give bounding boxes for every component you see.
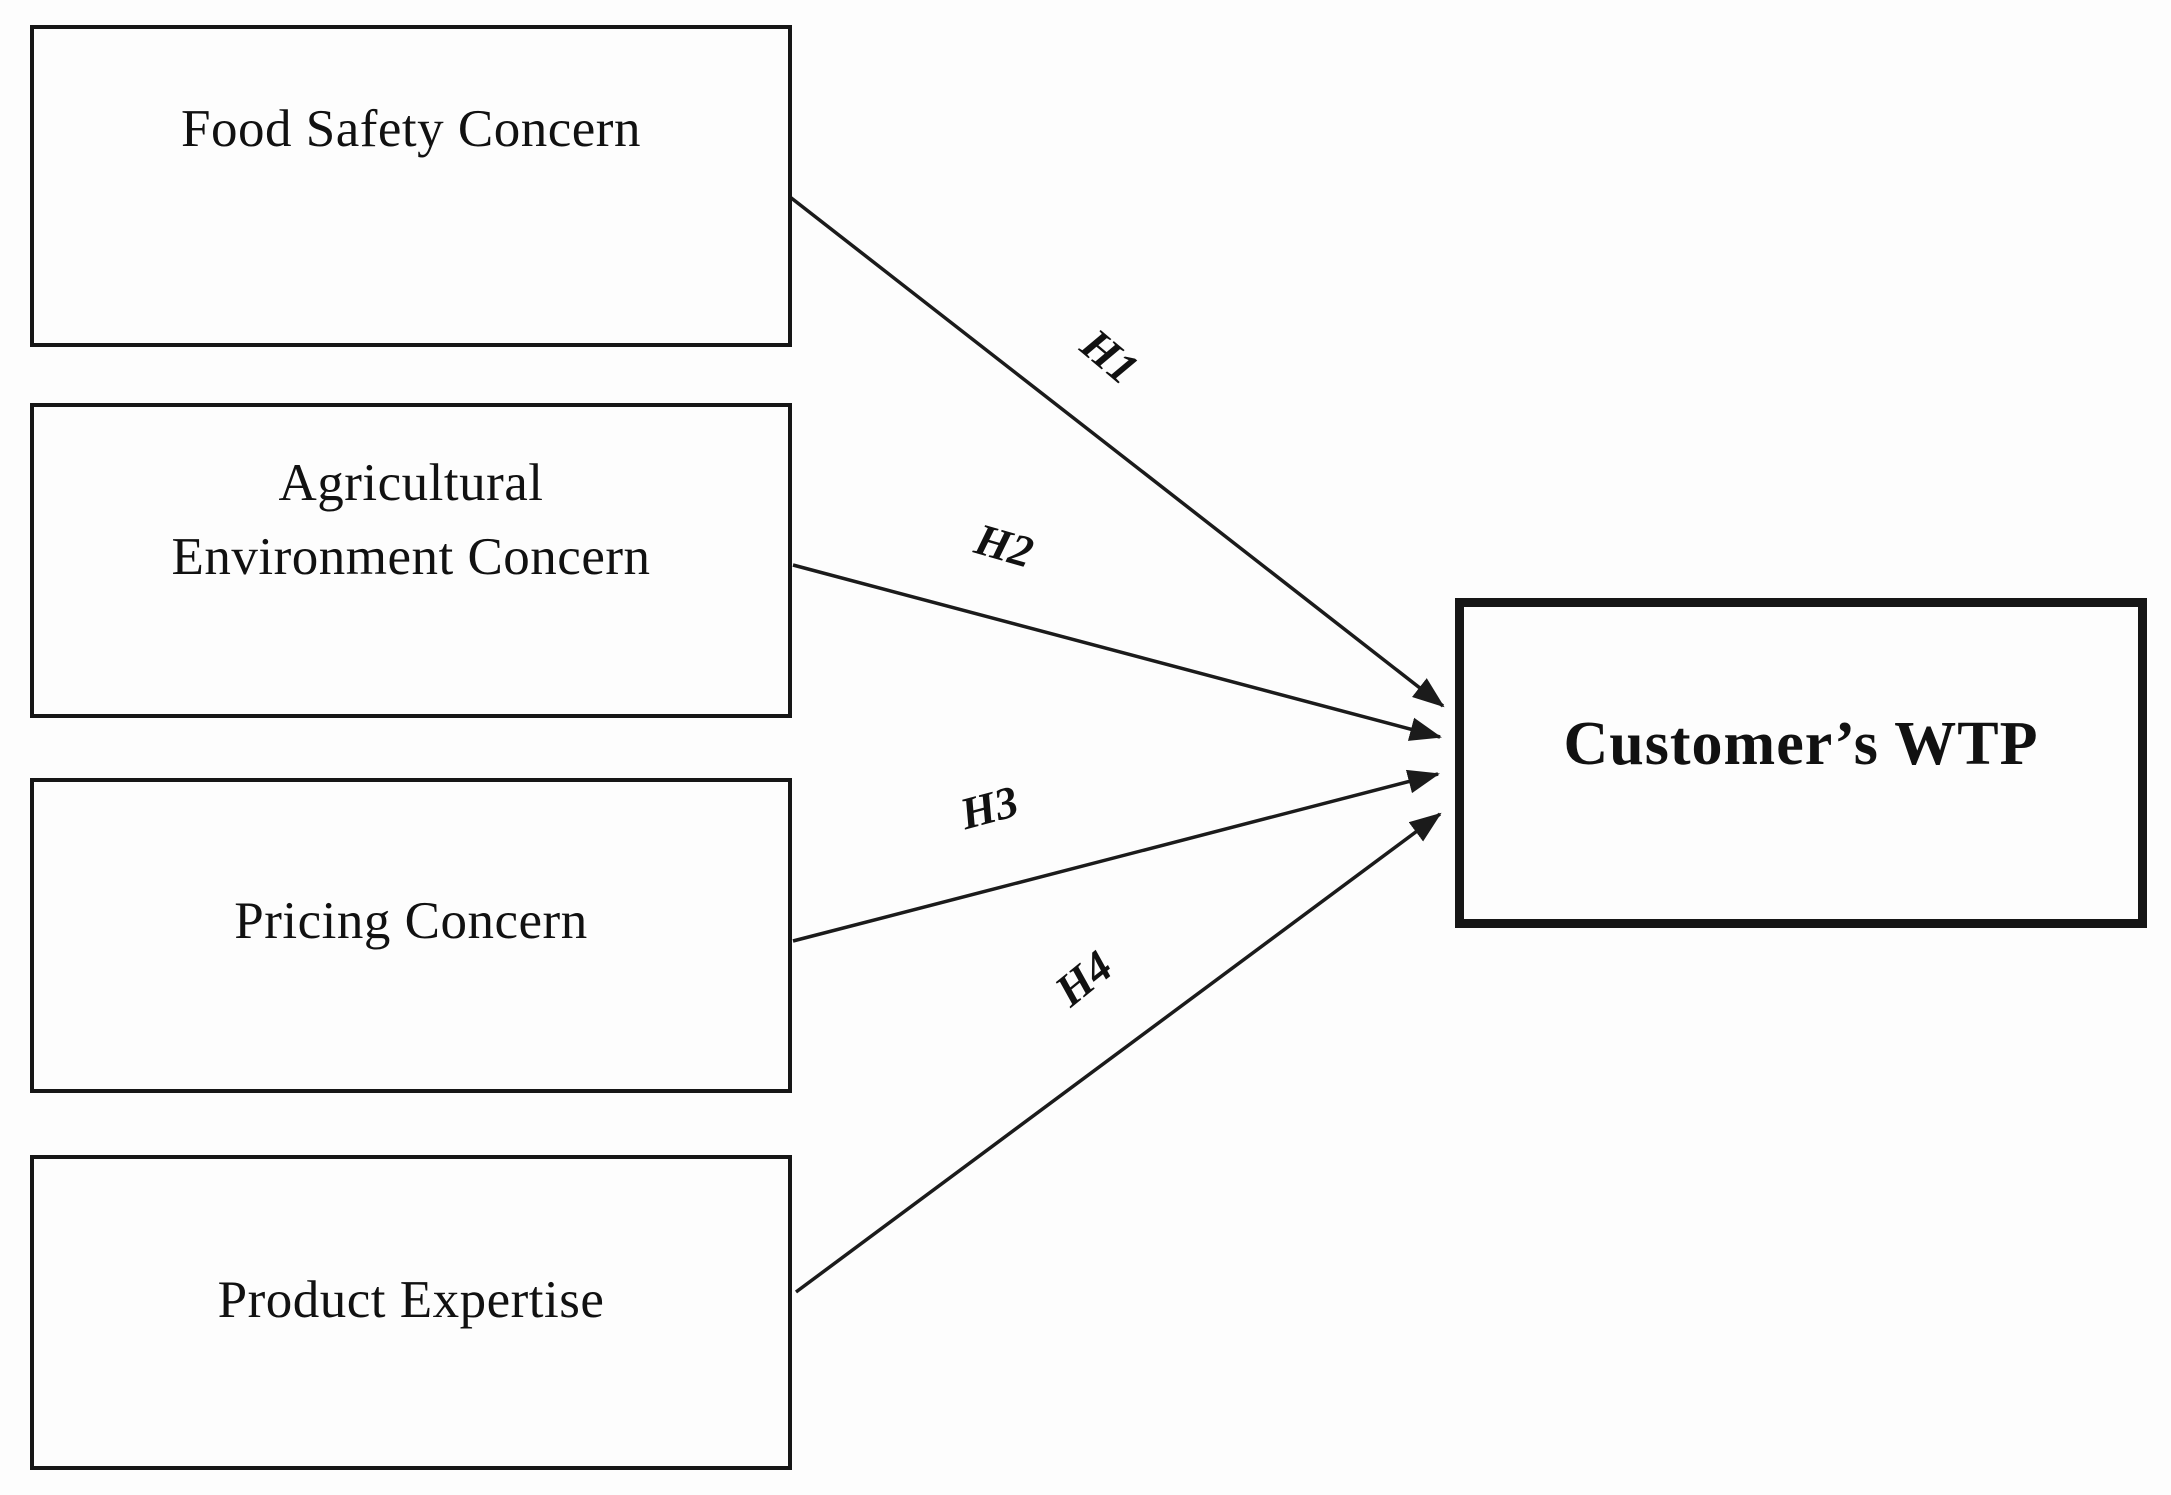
box-food-safety-concern-label: Food Safety Concern <box>181 100 641 159</box>
box-pricing-concern: Pricing Concern <box>30 778 792 1093</box>
box-customers-wtp: Customer’s WTP <box>1455 598 2147 928</box>
arrow-h4-line <box>794 812 1442 1294</box>
box-pricing-concern-label: Pricing Concern <box>234 891 588 950</box>
arrow-h4-label: H4 <box>1045 941 1122 1017</box>
arrow-h1-label: H1 <box>1071 318 1148 394</box>
box-agricultural-environment-concern: Agricultural Environment Concern <box>30 403 792 718</box>
box-product-expertise-label: Product Expertise <box>217 1270 605 1329</box>
box-customers-wtp-label: Customer’s WTP <box>1563 710 2039 779</box>
box-agricultural-environment-concern-label-line2: Environment Concern <box>171 527 651 586</box>
box-product-expertise: Product Expertise <box>30 1155 792 1470</box>
box-food-safety-concern: Food Safety Concern <box>30 25 792 347</box>
arrow-h2-label: H2 <box>969 513 1039 577</box>
arrow-h3-label: H3 <box>954 776 1023 839</box>
arrow-h3-line <box>792 769 1440 943</box>
arrow-h2-line <box>792 563 1442 741</box>
box-agricultural-environment-concern-label-line1: Agricultural <box>278 454 544 513</box>
arrow-h1-line <box>788 195 1445 708</box>
